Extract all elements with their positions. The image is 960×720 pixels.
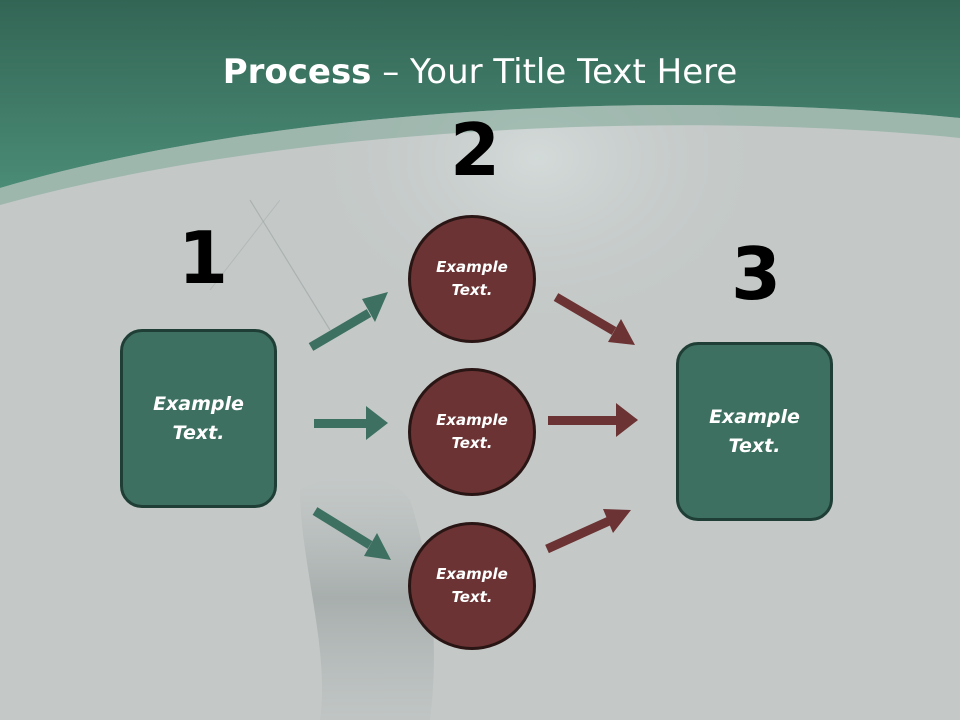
slide-title: Process – Your Title Text Here xyxy=(0,52,960,92)
arrow-bottom-to-3 xyxy=(545,509,631,554)
step-number-3: 3 xyxy=(731,232,782,316)
circle-bottom-text: Example Text. xyxy=(436,565,508,606)
arrow-1-to-top xyxy=(308,292,388,351)
step-number-1: 1 xyxy=(178,216,229,300)
step-number-2: 2 xyxy=(450,108,501,192)
circle-bottom: Example Text. xyxy=(408,522,536,650)
circle-top-text: Example Text. xyxy=(436,258,508,299)
arrow-top-to-3 xyxy=(553,293,635,345)
step-box-3-text: Example Text. xyxy=(709,405,800,457)
step-box-1-text: Example Text. xyxy=(153,392,244,444)
arrow-middle-to-3 xyxy=(548,403,638,437)
title-rest: – Your Title Text Here xyxy=(371,52,738,92)
arrow-1-to-middle xyxy=(314,406,388,440)
step-box-3: Example Text. xyxy=(676,342,833,521)
title-bold: Process xyxy=(222,52,372,92)
arrow-1-to-bottom xyxy=(312,507,391,560)
circle-middle: Example Text. xyxy=(408,368,536,496)
circle-middle-text: Example Text. xyxy=(436,411,508,452)
step-box-1: Example Text. xyxy=(120,329,277,508)
circle-top: Example Text. xyxy=(408,215,536,343)
